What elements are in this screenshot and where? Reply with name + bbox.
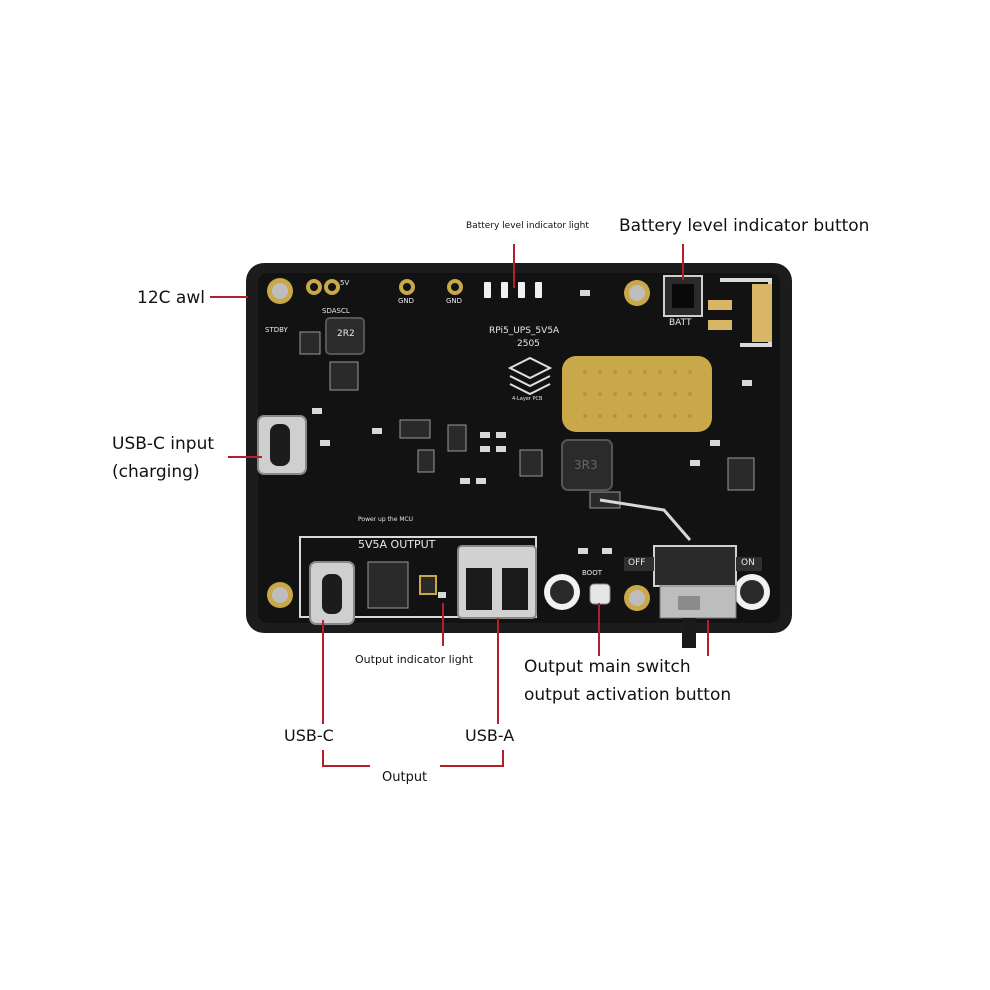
output-header-label: 5V5A OUTPUT [358,538,436,551]
screw-bottom-right [624,585,650,611]
i2c-pins [306,279,463,295]
on-badge [736,557,762,571]
thermal-pad-dots [583,370,692,418]
batt-label: BATT [669,318,692,328]
inductor-small [325,317,365,355]
callout-i2c: 12C awl [137,288,205,308]
activation-button [589,583,611,605]
off-badge [624,557,654,571]
usb-c-input-port [257,415,307,475]
callout-usba: USB-A [465,726,515,745]
plus-pad-2 [708,320,732,330]
board-revision: 2505 [517,339,540,349]
inductor-small-label: 2R2 [337,329,355,339]
capacitor-left [544,574,580,610]
stdby-label: STDBY [265,326,288,334]
off-label: OFF [628,558,646,568]
main-switch [653,545,737,648]
output-indicator-led [419,575,446,598]
screw-top-left [267,278,293,304]
mcu-note: Power up the MCU [358,516,414,523]
on-label: ON [741,558,755,568]
callout-battery-light: Battery level indicator light [466,221,589,231]
callout-usbc: USB-C [284,726,334,745]
inductor-large [561,439,613,491]
battery-pad [752,284,772,342]
board-model: RPi5_UPS_5V5A [489,326,560,336]
five-v-label: 5V [340,279,350,287]
battery-level-leds [484,282,542,298]
callout-usbc-input: USB-C input [112,434,215,454]
capacitor-right [734,574,770,610]
callout-output-light: Output indicator light [355,653,474,666]
gnd-label-1: GND [398,297,415,305]
callout-output: Output [382,770,428,785]
usb-a-output-port [457,545,537,619]
usb-c-output-port [309,561,355,625]
boot-label: BOOT [582,569,602,577]
thermal-pad [562,356,712,432]
ic-chips [299,331,755,609]
screw-bottom-left [267,582,293,608]
white-trace [599,498,692,541]
callout-activation-button: output activation button [524,685,732,705]
gnd-label-2: GND [446,297,463,305]
inductor-large-label: 3R3 [574,458,598,472]
layer-logo-label: 4-Layer PCB [512,396,543,402]
callout-battery-button: Battery level indicator button [619,216,870,236]
sda-scl-label: SDASCL [322,307,350,315]
smd-components [312,290,752,554]
layer-logo [507,356,553,396]
screw-top-right [624,280,650,306]
plus-pad [708,300,732,310]
callout-usbc-input-note: (charging) [112,462,200,482]
battery-button [663,275,703,317]
callout-main-switch: Output main switch [524,657,691,677]
callout-leaders [210,244,709,767]
